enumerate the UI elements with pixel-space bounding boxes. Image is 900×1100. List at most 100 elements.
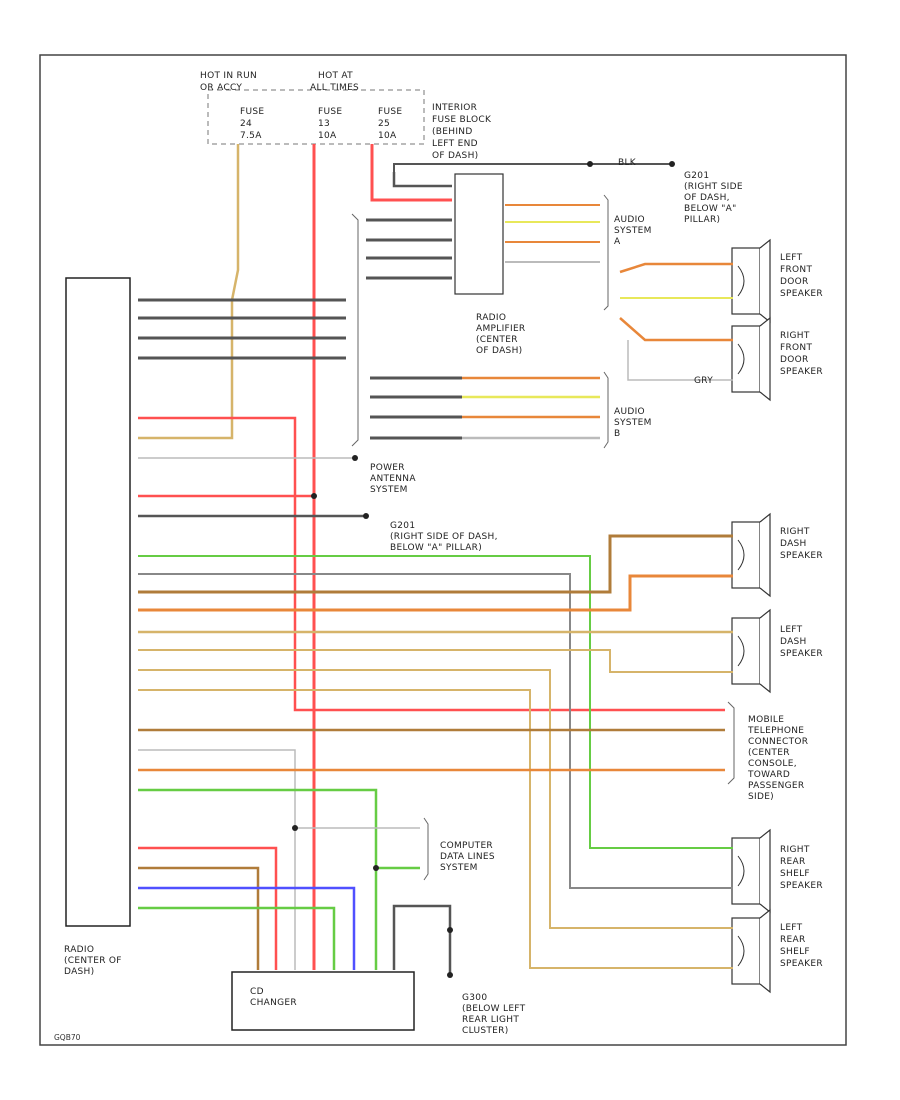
label-g300-line-3: CLUSTER) [462, 1026, 509, 1036]
label-radio-amp-line-1: AMPLIFIER [476, 324, 526, 334]
left-dash-speaker-body [731, 617, 761, 685]
right-dash-speaker-cone [759, 512, 771, 598]
label-audio-b-line-0: AUDIO [614, 407, 645, 417]
wire-cd-grn-1 [138, 788, 378, 935]
label-g201-right-line-4: PILLAR) [684, 215, 720, 225]
label-fuse13a: FUSE [318, 107, 342, 117]
label-computer-data-line-0: COMPUTER [440, 841, 493, 851]
label-left-dash-line-0: LEFT [780, 625, 803, 635]
splice-cdata-1 [292, 825, 298, 831]
label-hot-in-run-2: OR ACCY [200, 83, 242, 93]
label-fuse-block-line-0: INTERIOR [432, 103, 477, 113]
wires [138, 144, 735, 978]
label-footer: GQB70 [54, 1033, 81, 1042]
right-dash-speaker-coil [737, 539, 745, 571]
label-g201-right-line-1: (RIGHT SIDE [684, 182, 743, 192]
label-power-antenna-line-1: ANTENNA [370, 474, 416, 484]
label-radio-amp-line-0: RADIO [476, 313, 506, 323]
wire-g201-top-ground [393, 163, 672, 172]
label-computer-data-line-2: SYSTEM [440, 863, 478, 873]
wire-cd-blu [138, 886, 356, 970]
wire-fuse24-to-radio [138, 144, 240, 440]
wire-right-rear-grn [138, 555, 733, 849]
radio-amplifier-box [454, 173, 504, 295]
label-rf-door-line-3: SPEAKER [780, 367, 823, 377]
wire-left-rear-2 [138, 689, 733, 969]
cd-changer-box [231, 971, 415, 1031]
wire-rf-door-gry [627, 340, 733, 381]
label-g201-right-line-3: BELOW "A" [684, 204, 737, 214]
label-audio-b-line-2: B [614, 429, 620, 439]
splice-red-batt [311, 493, 317, 499]
label-mobile-phone-line-5: TOWARD [747, 770, 790, 780]
lf-door-speaker-body [731, 247, 761, 315]
label-gry-rf: GRY [694, 376, 713, 386]
left-rear-speaker-body [731, 917, 761, 985]
ground-g201-top [669, 161, 675, 167]
label-radio-line-2: DASH) [64, 967, 94, 977]
label-mobile-phone-line-4: CONSOLE, [748, 759, 797, 769]
label-right-dash-line-1: DASH [780, 539, 807, 549]
label-rf-door-line-1: FRONT [780, 343, 812, 353]
label-lf-door-line-2: DOOR [780, 277, 809, 287]
label-left-dash-line-2: SPEAKER [780, 649, 823, 659]
label-g201-right-line-0: G201 [684, 171, 709, 181]
label-mobile-phone-line-7: SIDE) [748, 792, 774, 802]
label-fuse-block-line-4: OF DASH) [432, 151, 478, 161]
label-left-rear-line-2: SHELF [780, 947, 810, 957]
wire-amp-ground-feed [392, 172, 452, 188]
right-rear-speaker-coil [737, 855, 745, 887]
label-g201-mid-line-1: (RIGHT SIDE OF DASH, [390, 532, 498, 542]
label-right-rear-line-2: SHELF [780, 869, 810, 879]
label-hot-at-all-2: ALL TIMES [310, 83, 359, 93]
label-lf-door-line-1: FRONT [780, 265, 812, 275]
label-hot-at-all: HOT AT [318, 71, 353, 81]
label-lf-door-line-3: SPEAKER [780, 289, 823, 299]
radio-unit [65, 277, 131, 927]
lf-door-speaker-cone [759, 238, 771, 324]
speakers [731, 238, 771, 994]
right-rear-speaker-body [731, 837, 761, 905]
label-fuse25c: 10A [378, 131, 397, 141]
label-radio-line-1: (CENTER OF [64, 956, 122, 966]
splice-cdata-2 [373, 865, 379, 871]
label-radio-amp-line-3: OF DASH) [476, 346, 522, 356]
label-right-rear-line-0: RIGHT [780, 845, 810, 855]
label-right-dash-line-2: SPEAKER [780, 551, 823, 561]
label-rf-door-line-0: RIGHT [780, 331, 810, 341]
label-left-dash-line-1: DASH [780, 637, 807, 647]
wire-cd-red [138, 846, 278, 970]
lf-door-speaker-coil [737, 265, 745, 297]
label-hot-in-run: HOT IN RUN [200, 71, 257, 81]
label-fuse-block-line-3: LEFT END [432, 139, 478, 149]
rf-door-speaker-body [731, 325, 761, 393]
right-dash-speaker-body [731, 521, 761, 589]
splice-power-antenna [352, 455, 358, 461]
label-cd-changer-line-0: CD [250, 987, 264, 997]
label-cd-changer-line-1: CHANGER [250, 998, 297, 1008]
brace-amp-bus [351, 213, 359, 447]
wire-right-dash-brn [138, 534, 733, 594]
label-blk-top: BLK [618, 158, 637, 168]
left-dash-speaker-coil [737, 635, 745, 667]
label-lf-door-line-0: LEFT [780, 253, 803, 263]
label-g201-mid-line-2: BELOW "A" PILLAR) [390, 543, 482, 553]
ground-g201-mid [363, 513, 369, 519]
label-right-dash-line-0: RIGHT [780, 527, 810, 537]
wire-left-dash-2 [138, 649, 733, 673]
fuse-block-outline [207, 89, 425, 145]
label-radio-amp-line-2: (CENTER [476, 335, 518, 345]
label-audio-a-line-0: AUDIO [614, 215, 645, 225]
label-right-rear-line-3: SPEAKER [780, 881, 823, 891]
wire-lf-door-org [619, 262, 733, 274]
splice-g201-top [587, 161, 593, 167]
diagram-frame [39, 54, 847, 1046]
left-dash-speaker-cone [759, 608, 771, 694]
brace-audio-a [603, 194, 609, 311]
label-left-rear-line-0: LEFT [780, 923, 803, 933]
label-right-rear-line-1: REAR [780, 857, 806, 867]
label-fuse24a: FUSE [240, 107, 264, 117]
label-fuse-block-line-1: FUSE BLOCK [432, 115, 492, 125]
